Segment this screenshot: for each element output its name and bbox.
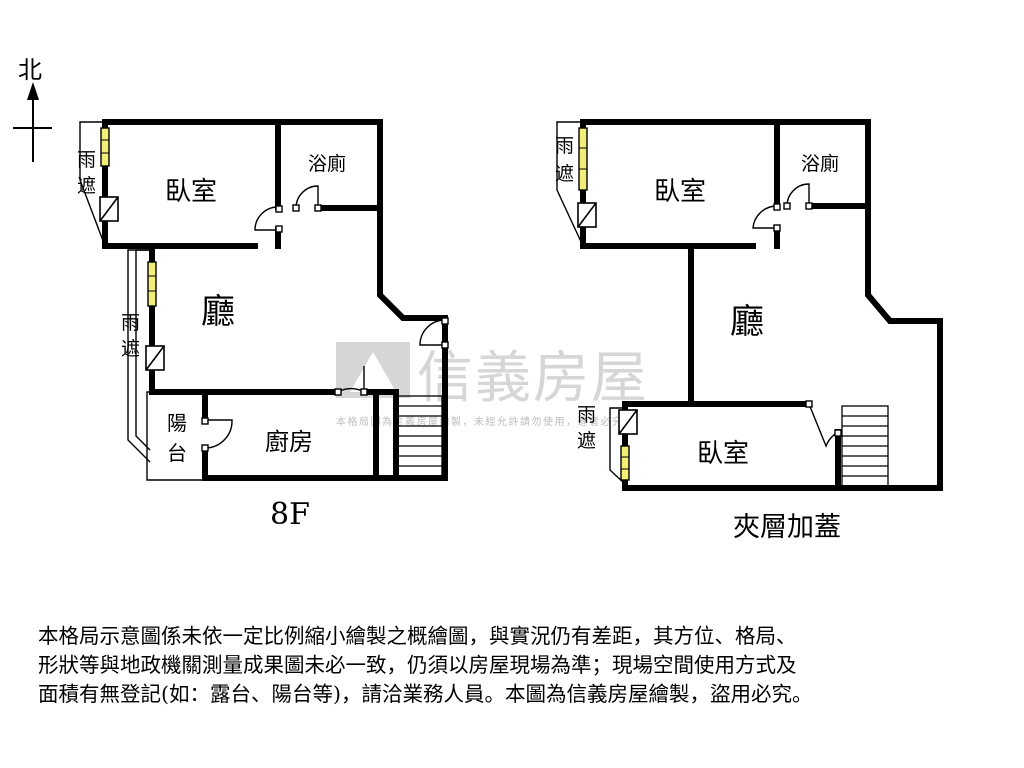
door-8f-balcony-icon — [204, 419, 233, 449]
awning-mezz-top-outline — [556, 121, 584, 247]
door-mz-bedroom-icon — [752, 205, 778, 229]
room-mz-awning-top-1: 雨 — [555, 135, 574, 157]
window-mz-bedroom — [578, 127, 588, 191]
floor-plan-drawing: 信義房屋 本格局圖為信義房屋繪製，未經允許請勿使用，違者必究 北 — [13, 56, 943, 543]
wall-mz-outer-top — [580, 119, 943, 491]
balcony-outline — [146, 391, 205, 481]
room-8f-balcony-1: 陽 — [167, 411, 187, 435]
room-mz-living: 廳 — [730, 302, 764, 342]
door-8f-entrance-icon — [419, 319, 446, 346]
awning-mezz-bot-outline — [609, 407, 626, 485]
room-8f-bathroom: 浴廁 — [308, 152, 346, 175]
room-mz-awning-bot-2: 遮 — [577, 430, 596, 452]
room-mz-awning-bot-1: 雨 — [577, 404, 596, 426]
stairs-mezzanine — [841, 405, 889, 487]
disclaimer-line-1: 本格局示意圖係未依一定比例縮小繪製之概繪圖，與實況仍有差距，其方位、格局、 — [38, 624, 797, 648]
room-mz-bathroom: 浴廁 — [801, 152, 839, 175]
plan-8f: 臥室 浴廁 廳 廚房 陽 台 雨 遮 雨 遮 8F — [77, 119, 449, 532]
awning-top-outline — [79, 121, 106, 247]
plan-mezzanine: 臥室 浴廁 廳 臥室 雨 遮 雨 遮 夾層加蓋 — [555, 119, 943, 543]
caption-8f: 8F — [270, 497, 310, 532]
door-mz-bath-icon — [786, 183, 810, 207]
disclaimer-text: 本格局示意圖係未依一定比例縮小繪製之概繪圖，與實況仍有差距，其方位、格局、 形狀… — [38, 622, 1018, 709]
compass-arrowhead-icon — [27, 82, 39, 100]
caption-mezzanine: 夾層加蓋 — [733, 512, 841, 543]
door-8f-bedroom-icon — [254, 206, 279, 231]
door-8f-bath-icon — [295, 185, 319, 209]
room-8f-balcony-2: 台 — [167, 441, 187, 465]
room-mz-awning-top-2: 遮 — [555, 163, 574, 185]
watermark-brand: 信義房屋 — [417, 346, 649, 411]
disclaimer-line-2: 形狀等與地政機關測量成果圖未必一致，仍須以房屋現場為準；現場空間使用方式及 — [38, 653, 797, 677]
watermark-notice: 本格局圖為信義房屋繪製，未經允許請勿使用，違者必究 — [336, 415, 624, 428]
room-8f-awning-mid-1: 雨 — [121, 312, 140, 334]
north-compass: 北 — [13, 56, 52, 162]
disclaimer-line-3: 面積有無登記(如：露台、陽台等)，請洽業務人員。本圖為信義房屋繪製，盜用必究。 — [38, 682, 813, 706]
room-8f-kitchen: 廚房 — [265, 428, 313, 456]
window-8f-living — [147, 261, 157, 307]
stairs-8f — [397, 395, 443, 477]
room-8f-awning-top-1: 雨 — [77, 149, 96, 171]
awning-mid-outline-inner — [135, 249, 151, 451]
window-8f-bedroom — [100, 127, 110, 167]
room-mz-bedroom-top: 臥室 — [654, 177, 706, 207]
door-mz-bedroom2-icon — [808, 403, 839, 448]
watermark: 信義房屋 本格局圖為信義房屋繪製，未經允許請勿使用，違者必究 — [336, 342, 649, 428]
room-8f-bedroom: 臥室 — [165, 177, 217, 207]
room-8f-awning-mid-2: 遮 — [121, 338, 140, 360]
room-mz-bedroom-bottom: 臥室 — [697, 439, 749, 469]
room-8f-awning-top-2: 遮 — [77, 175, 96, 197]
compass-label: 北 — [18, 56, 42, 84]
room-8f-living: 廳 — [201, 292, 235, 332]
window-mz-bedroom2 — [620, 445, 630, 481]
